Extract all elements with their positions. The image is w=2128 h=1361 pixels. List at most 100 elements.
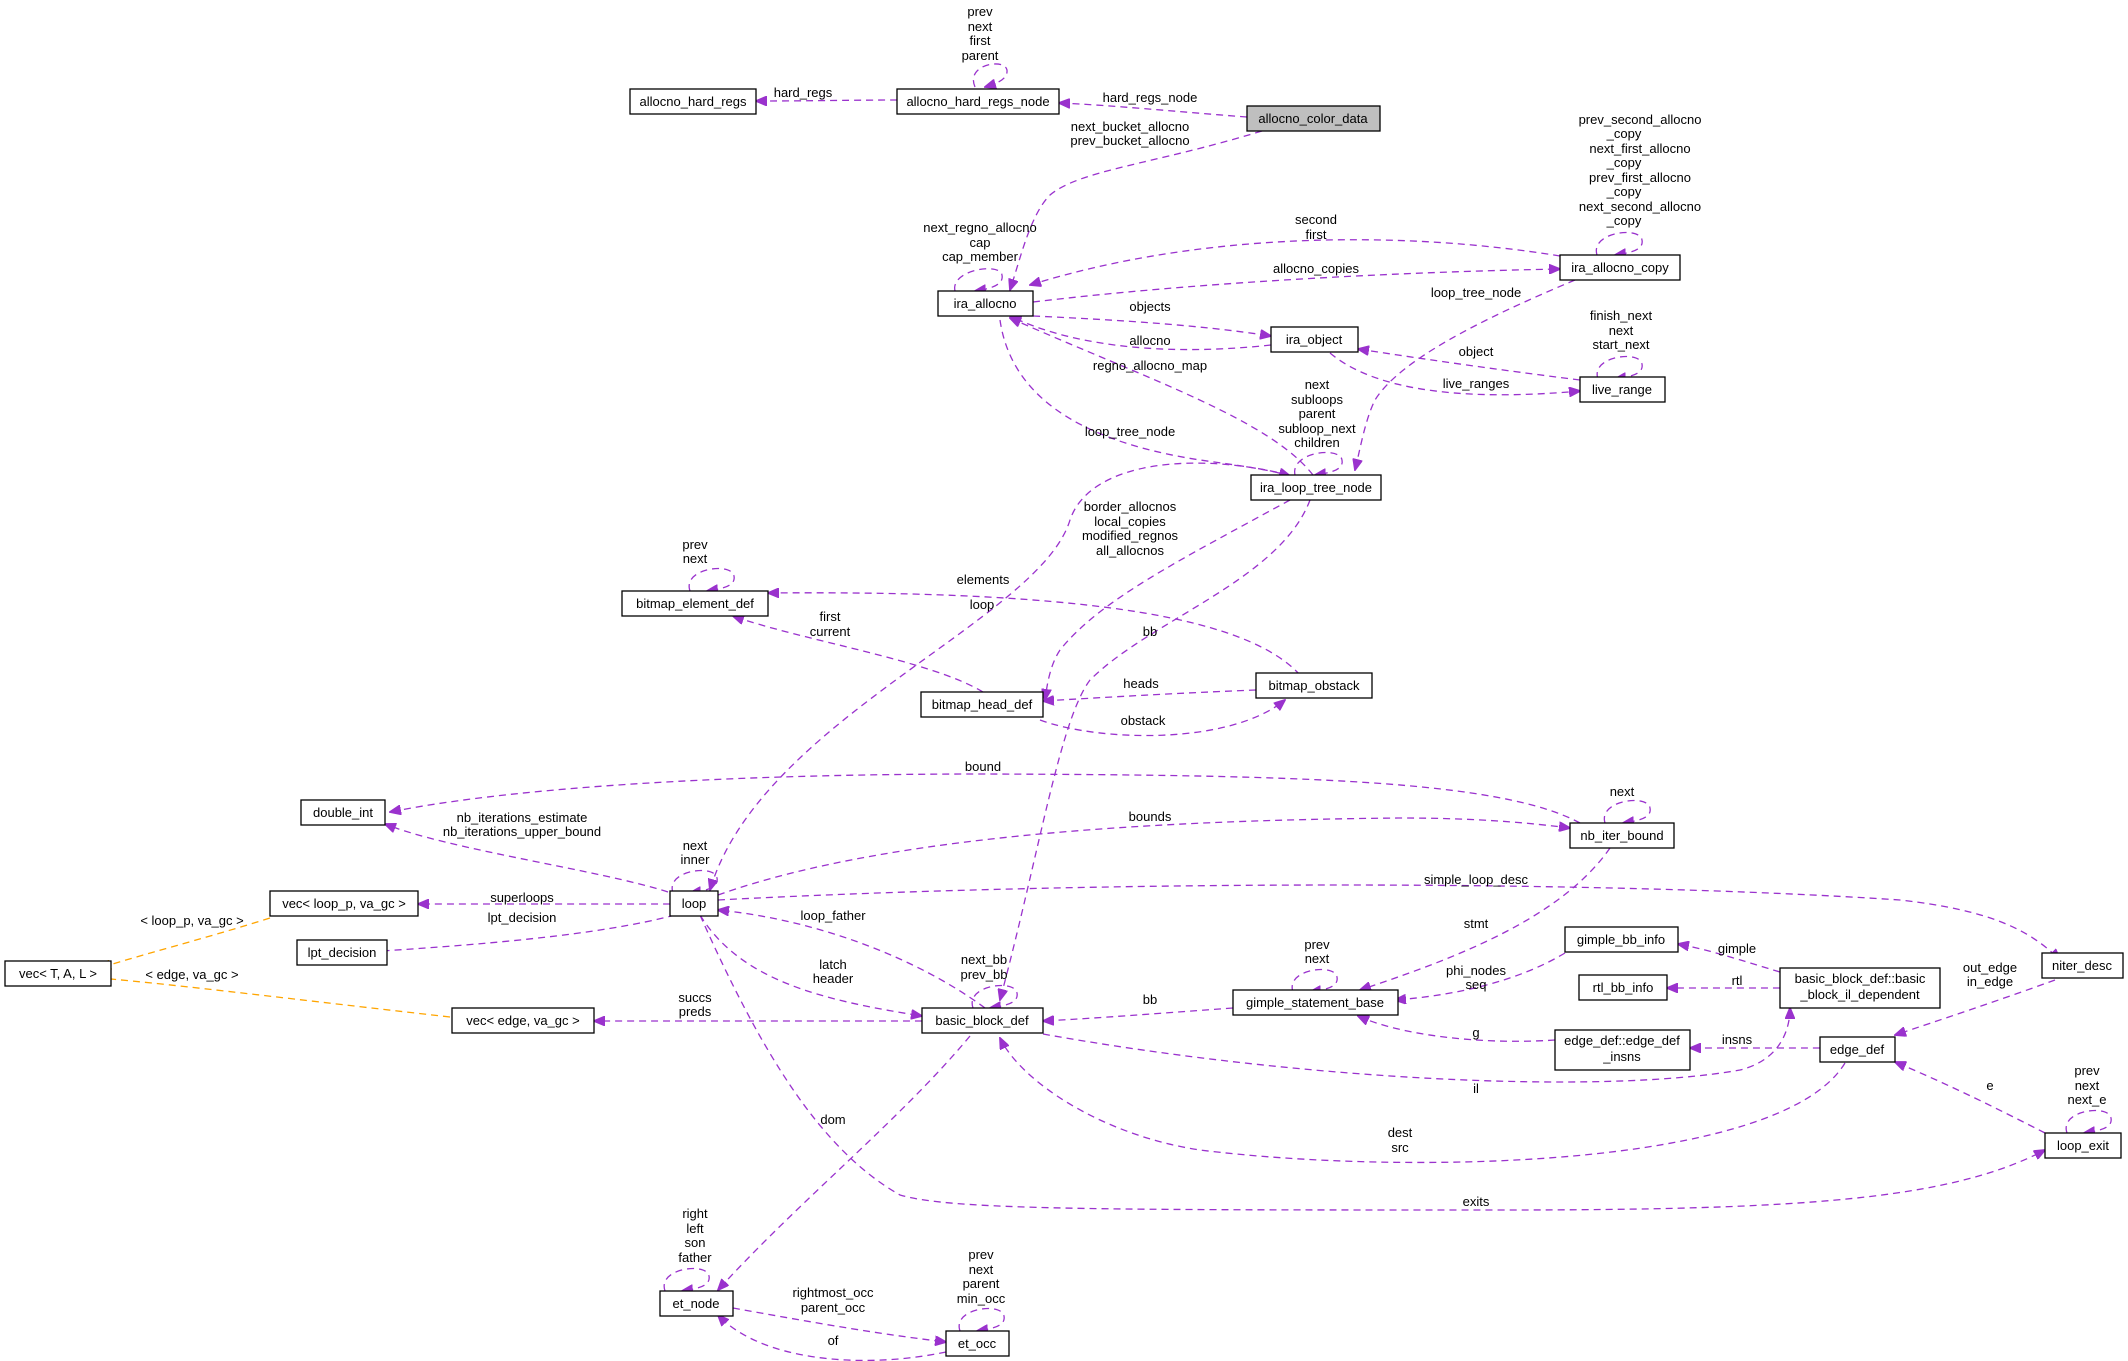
node-gimple-statement-base[interactable]: gimple_statement_base bbox=[1232, 989, 1399, 1016]
svg-text:all_allocnos: all_allocnos bbox=[1096, 543, 1164, 558]
svg-text:border_allocnos: border_allocnos bbox=[1084, 499, 1177, 514]
edge-occ: rightmost_occ parent_occ bbox=[732, 1285, 946, 1342]
svg-text:next_first_allocno: next_first_allocno bbox=[1589, 141, 1690, 156]
svg-text:bitmap_head_def: bitmap_head_def bbox=[932, 697, 1033, 712]
svg-text:basic_block_def::basic: basic_block_def::basic bbox=[1795, 971, 1926, 986]
svg-text:seq: seq bbox=[1466, 977, 1487, 992]
node-ira-allocno-copy[interactable]: ira_allocno_copy bbox=[1559, 254, 1681, 281]
edge-objects: objects bbox=[1032, 299, 1271, 336]
svg-text:g: g bbox=[1472, 1025, 1479, 1040]
svg-text:next_second_allocno: next_second_allocno bbox=[1579, 199, 1701, 214]
edge-allocno: allocno bbox=[1010, 316, 1272, 351]
node-ira-object[interactable]: ira_object bbox=[1270, 326, 1359, 353]
node-double-int[interactable]: double_int bbox=[300, 799, 386, 826]
edge-dom: dom bbox=[718, 1035, 971, 1290]
svg-text:in_edge: in_edge bbox=[1967, 974, 2013, 989]
svg-text:object: object bbox=[1459, 344, 1494, 359]
svg-text:bitmap_element_def: bitmap_element_def bbox=[636, 596, 754, 611]
svg-text:< edge, va_gc >: < edge, va_gc > bbox=[145, 967, 238, 982]
edge-copy-loop-tree-node: loop_tree_node bbox=[1355, 279, 1576, 470]
edge-stmt: stmt bbox=[1360, 847, 1611, 990]
edge-tmpl-loop-p: < loop_p, va_gc > bbox=[100, 913, 271, 968]
node-et-occ[interactable]: et_occ bbox=[945, 1330, 1010, 1357]
node-allocno-color-data[interactable]: allocno_color_data bbox=[1246, 105, 1381, 132]
svg-text:nb_iter_bound: nb_iter_bound bbox=[1580, 828, 1663, 843]
svg-text:edge_def: edge_def bbox=[1830, 1042, 1885, 1057]
edge-et-self: right left son father bbox=[663, 1206, 712, 1291]
node-allocno-hard-regs[interactable]: allocno_hard_regs bbox=[629, 88, 757, 115]
node-live-range[interactable]: live_range bbox=[1579, 376, 1666, 403]
node-bitmap-element-def[interactable]: bitmap_element_def bbox=[621, 590, 769, 617]
edge-live-ranges: live_ranges bbox=[1329, 352, 1580, 395]
node-gimple-bb-info[interactable]: gimple_bb_info bbox=[1564, 926, 1679, 953]
svg-text:_copy: _copy bbox=[1606, 213, 1642, 228]
svg-text:modified_regnos: modified_regnos bbox=[1082, 528, 1179, 543]
svg-text:gimple_bb_info: gimple_bb_info bbox=[1577, 932, 1665, 947]
svg-text:rtl_bb_info: rtl_bb_info bbox=[1593, 980, 1654, 995]
node-loop[interactable]: loop bbox=[669, 890, 719, 917]
svg-text:prev: prev bbox=[682, 537, 708, 552]
edge-obstack: obstack bbox=[1039, 700, 1285, 737]
node-bitmap-obstack[interactable]: bitmap_obstack bbox=[1255, 672, 1373, 699]
svg-text:left: left bbox=[686, 1221, 704, 1236]
edge-of: of bbox=[718, 1315, 947, 1361]
node-niter-desc[interactable]: niter_desc bbox=[2041, 952, 2124, 979]
svg-text:of: of bbox=[828, 1333, 839, 1348]
edge-loop-father: loop_father bbox=[718, 908, 986, 1009]
svg-text:first: first bbox=[970, 33, 991, 48]
node-vec-t-a-l[interactable]: vec< T, A, L > bbox=[4, 960, 112, 987]
svg-text:header: header bbox=[813, 971, 854, 986]
svg-text:next_regno_allocno: next_regno_allocno bbox=[923, 220, 1036, 235]
node-rtl-bb-info[interactable]: rtl_bb_info bbox=[1578, 974, 1668, 1001]
node-lpt-decision[interactable]: lpt_decision bbox=[296, 939, 388, 966]
edge-out-in-edge: out_edge in_edge bbox=[1895, 960, 2056, 1035]
svg-text:live_range: live_range bbox=[1592, 382, 1652, 397]
svg-text:latch: latch bbox=[819, 957, 846, 972]
edge-g: g bbox=[1358, 1016, 1556, 1042]
svg-text:subloops: subloops bbox=[1291, 392, 1344, 407]
svg-text:cap: cap bbox=[970, 235, 991, 250]
svg-text:first: first bbox=[820, 609, 841, 624]
svg-text:ira_object: ira_object bbox=[1286, 332, 1343, 347]
svg-text:obstack: obstack bbox=[1121, 713, 1166, 728]
node-allocno-hard-regs-node[interactable]: allocno_hard_regs_node bbox=[896, 88, 1060, 115]
edge-succs-preds: succs preds bbox=[594, 990, 922, 1021]
node-loop-exit[interactable]: loop_exit bbox=[2044, 1132, 2122, 1159]
svg-text:son: son bbox=[685, 1235, 706, 1250]
svg-text:prev: prev bbox=[1304, 937, 1330, 952]
node-edge-def[interactable]: edge_def bbox=[1819, 1036, 1896, 1063]
edge-il: il bbox=[1042, 1008, 1790, 1096]
node-nb-iter-bound[interactable]: nb_iter_bound bbox=[1569, 822, 1675, 849]
edge-allocno-self: next_regno_allocno cap cap_member bbox=[923, 220, 1037, 291]
node-et-node[interactable]: et_node bbox=[659, 1290, 734, 1317]
edge-nib-self: next bbox=[1603, 784, 1651, 823]
svg-text:bounds: bounds bbox=[1129, 809, 1172, 824]
edge-bee-self: prev next bbox=[682, 537, 735, 591]
node-bitmap-head-def[interactable]: bitmap_head_def bbox=[920, 691, 1044, 718]
node-vec-loop-p[interactable]: vec< loop_p, va_gc > bbox=[269, 890, 419, 917]
node-basic-block-def[interactable]: basic_block_def bbox=[921, 1007, 1044, 1034]
node-vec-edge[interactable]: vec< edge, va_gc > bbox=[451, 1007, 595, 1034]
edge-ahrn-self: prev next first parent bbox=[962, 4, 1008, 87]
node-ira-loop-tree-node[interactable]: ira_loop_tree_node bbox=[1250, 474, 1382, 501]
edge-second-first: second first bbox=[1030, 212, 1561, 285]
edge-bound: bound bbox=[390, 759, 1581, 824]
edge-gsb-self: prev next bbox=[1291, 937, 1338, 992]
svg-text:< loop_p, va_gc >: < loop_p, va_gc > bbox=[140, 913, 243, 928]
svg-text:hard_regs_node: hard_regs_node bbox=[1103, 90, 1198, 105]
svg-text:next: next bbox=[2075, 1078, 2100, 1093]
node-ira-allocno[interactable]: ira_allocno bbox=[937, 290, 1034, 317]
svg-text:min_occ: min_occ bbox=[957, 1291, 1006, 1306]
svg-text:exits: exits bbox=[1463, 1194, 1490, 1209]
edge-hard-regs-node: hard_regs_node bbox=[1059, 90, 1248, 118]
svg-text:loop_tree_node: loop_tree_node bbox=[1085, 424, 1175, 439]
node-bb-il-dependent[interactable]: basic_block_def::basic _block_il_depende… bbox=[1779, 967, 1941, 1009]
node-edge-def-insns[interactable]: edge_def::edge_def _insns bbox=[1554, 1029, 1691, 1071]
edge-rtl: rtl bbox=[1667, 973, 1780, 988]
svg-text:start_next: start_next bbox=[1592, 337, 1649, 352]
svg-text:finish_next: finish_next bbox=[1590, 308, 1653, 323]
edge-range-self: finish_next next start_next bbox=[1590, 308, 1653, 379]
edge-lpt-decision: lpt_decision bbox=[365, 910, 676, 952]
svg-text:parent_occ: parent_occ bbox=[801, 1300, 866, 1315]
svg-text:bb: bb bbox=[1143, 992, 1157, 1007]
